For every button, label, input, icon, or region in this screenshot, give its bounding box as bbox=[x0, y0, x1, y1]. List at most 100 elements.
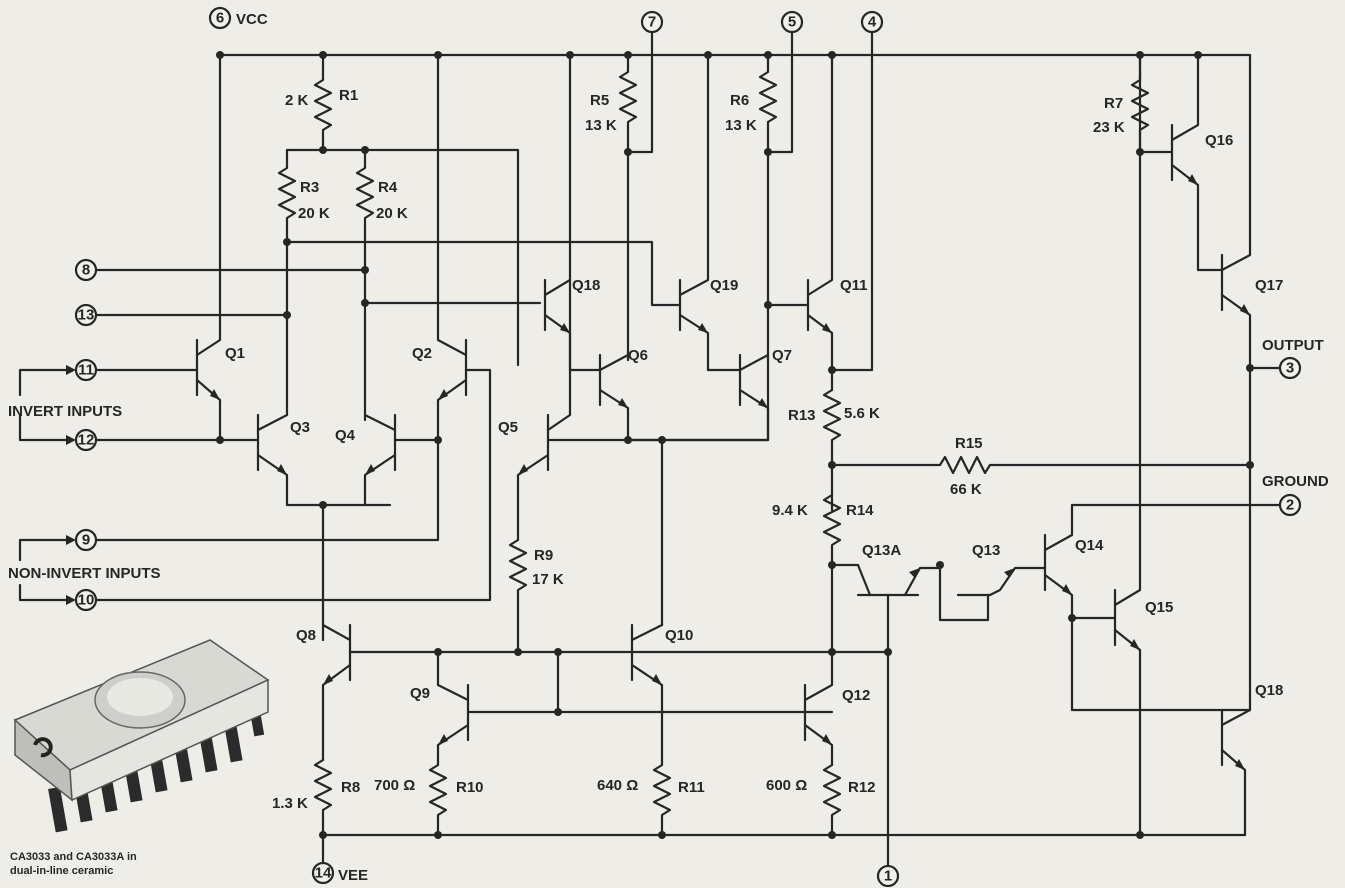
svg-text:10: 10 bbox=[78, 592, 95, 609]
value-r12: 600 Ω bbox=[766, 777, 807, 794]
svg-text:3: 3 bbox=[1286, 360, 1294, 377]
svg-text:8: 8 bbox=[82, 262, 90, 279]
value-r15: 66 K bbox=[950, 481, 982, 498]
invert-arrowhead-11 bbox=[66, 365, 76, 375]
svg-text:9: 9 bbox=[82, 532, 90, 549]
label-r9: R9 bbox=[534, 547, 553, 564]
pin-8: 8 bbox=[74, 258, 98, 282]
pin-11: 11 bbox=[74, 358, 98, 382]
pin-10: 10 bbox=[74, 588, 98, 612]
label-q14: Q14 bbox=[1075, 537, 1104, 554]
ic-package-illustration bbox=[13, 639, 270, 833]
label-r5: R5 bbox=[590, 92, 609, 109]
label-r1: R1 bbox=[339, 87, 358, 104]
q11-transistor bbox=[766, 53, 834, 372]
junction-dots bbox=[216, 51, 1254, 839]
noninvert-arrowhead-9 bbox=[66, 535, 76, 545]
q13a-transistor bbox=[830, 563, 942, 870]
label-q18-upper: Q18 bbox=[572, 277, 600, 294]
label-q4: Q4 bbox=[335, 427, 356, 444]
non-invert-inputs-label: NON-INVERT INPUTS bbox=[8, 565, 161, 582]
q2-transistor bbox=[94, 53, 492, 602]
q15-transistor bbox=[1070, 53, 1142, 837]
label-q15: Q15 bbox=[1145, 599, 1173, 616]
value-r3: 20 K bbox=[298, 205, 330, 222]
svg-text:2: 2 bbox=[1286, 497, 1294, 514]
r3-to-q19 bbox=[285, 240, 682, 307]
label-r10: R10 bbox=[456, 779, 484, 796]
pin-4: 4 bbox=[860, 10, 884, 34]
r14-resistor bbox=[822, 493, 842, 652]
noninvert-input-arrow bbox=[18, 538, 72, 602]
label-r12: R12 bbox=[848, 779, 876, 796]
label-q17: Q17 bbox=[1255, 277, 1283, 294]
pin-14: 14 bbox=[311, 861, 335, 885]
r1-resistor bbox=[313, 53, 333, 152]
r8-resistor bbox=[313, 758, 333, 837]
output-label: OUTPUT bbox=[1262, 337, 1324, 354]
pin-9: 9 bbox=[74, 528, 98, 552]
svg-text:12: 12 bbox=[78, 432, 95, 449]
invert-inputs-label: INVERT INPUTS bbox=[8, 403, 122, 420]
q12-transistor bbox=[803, 648, 834, 767]
r10-resistor bbox=[428, 763, 448, 837]
value-r6: 13 K bbox=[725, 117, 757, 134]
r6-resistor bbox=[758, 28, 794, 317]
label-r4: R4 bbox=[378, 179, 398, 196]
label-q13a: Q13A bbox=[862, 542, 901, 559]
r5-resistor bbox=[618, 28, 654, 362]
q4-transistor bbox=[94, 413, 440, 542]
r9-resistor bbox=[508, 528, 528, 654]
pin-6: 6 bbox=[208, 6, 232, 30]
label-q12: Q12 bbox=[842, 687, 870, 704]
pin-1: 1 bbox=[876, 864, 900, 888]
label-q9: Q9 bbox=[410, 685, 430, 702]
label-r3: R3 bbox=[300, 179, 319, 196]
label-r13: R13 bbox=[788, 407, 816, 424]
pin-13: 13 bbox=[74, 303, 98, 327]
svg-text:14: 14 bbox=[315, 865, 332, 882]
svg-text:6: 6 bbox=[216, 10, 224, 27]
value-r4: 20 K bbox=[376, 205, 408, 222]
q16-transistor bbox=[1138, 53, 1224, 272]
value-r8: 1.3 K bbox=[272, 795, 308, 812]
q7-transistor bbox=[738, 353, 770, 442]
label-q3: Q3 bbox=[290, 419, 310, 436]
value-r10: 700 Ω bbox=[374, 777, 415, 794]
q9-transistor bbox=[436, 650, 834, 767]
label-q2: Q2 bbox=[412, 345, 432, 362]
caption-line-2: dual-in-line ceramic bbox=[10, 865, 114, 877]
label-q7: Q7 bbox=[772, 347, 792, 364]
label-r11: R11 bbox=[678, 779, 705, 796]
invert-input-arrow bbox=[18, 368, 72, 442]
label-r15: R15 bbox=[955, 435, 983, 452]
label-q1: Q1 bbox=[225, 345, 245, 362]
q13-transistor bbox=[938, 563, 1047, 622]
label-q8: Q8 bbox=[296, 627, 316, 644]
r11-resistor bbox=[652, 763, 672, 837]
q1-transistor bbox=[94, 53, 222, 442]
r4-resistor bbox=[355, 148, 375, 422]
r13-resistor bbox=[822, 368, 842, 512]
q10-transistor bbox=[630, 623, 664, 767]
value-r11: 640 Ω bbox=[597, 777, 638, 794]
value-r13: 5.6 K bbox=[844, 405, 880, 422]
label-q10: Q10 bbox=[665, 627, 693, 644]
svg-text:4: 4 bbox=[868, 14, 877, 31]
r7-resistor bbox=[1130, 53, 1150, 154]
pin4-wire bbox=[830, 28, 874, 372]
r12-resistor bbox=[822, 763, 842, 837]
pin-3: 3 bbox=[1278, 356, 1302, 380]
q19-transistor bbox=[678, 53, 742, 372]
q18-lower-transistor bbox=[1220, 708, 1252, 837]
value-r1: 2 K bbox=[285, 92, 309, 109]
invert-arrowhead-12 bbox=[66, 435, 76, 445]
caption-line-1: CA3033 and CA3033A in bbox=[10, 851, 137, 863]
r15-resistor bbox=[830, 455, 1252, 475]
pin-5: 5 bbox=[780, 10, 804, 34]
pin-12: 12 bbox=[74, 428, 98, 452]
pin-2: 2 bbox=[1278, 493, 1302, 517]
label-q18-lower: Q18 bbox=[1255, 682, 1283, 699]
